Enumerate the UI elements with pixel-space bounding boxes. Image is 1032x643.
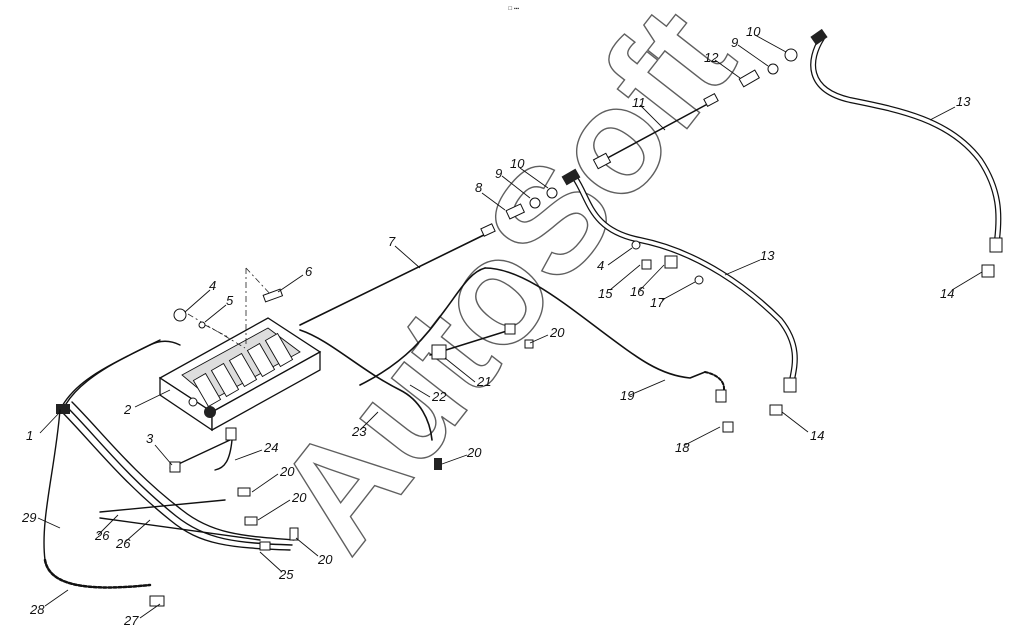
fittings-middle xyxy=(505,187,558,220)
callout-17: 17 xyxy=(650,295,665,310)
callout-18: 18 xyxy=(675,440,690,455)
callout-20-a: 20 xyxy=(549,325,565,340)
callout-16: 16 xyxy=(630,284,645,299)
callout-24: 24 xyxy=(263,440,278,455)
pipe-7 xyxy=(299,223,496,326)
callout-20-e: 20 xyxy=(317,552,333,567)
callout-13-middle: 13 xyxy=(760,248,775,263)
fittings-20-lower xyxy=(237,487,299,551)
callout-13-upper: 13 xyxy=(956,94,971,109)
bolts-4-5-6 xyxy=(173,288,284,329)
callout-labels: 1 2 3 4 5 6 7 8 9 10 11 12 9 10 13 13 14… xyxy=(21,24,971,628)
callout-23: 23 xyxy=(351,424,367,439)
callout-21: 21 xyxy=(476,374,491,389)
callout-5: 5 xyxy=(226,293,234,308)
callout-1: 1 xyxy=(26,428,33,443)
parts-15-16-17 xyxy=(631,240,704,285)
callout-14-upper: 14 xyxy=(940,286,954,301)
corner-text: ☐ ▪▪▪ xyxy=(508,6,519,12)
watermark-text: AutoSoft xyxy=(243,0,765,580)
callout-3: 3 xyxy=(146,431,154,446)
callout-4-middle: 4 xyxy=(597,258,604,273)
callout-15: 15 xyxy=(598,286,613,301)
fittings-upper xyxy=(592,48,798,170)
callout-9: 9 xyxy=(495,166,502,181)
callout-27: 27 xyxy=(123,613,139,628)
callout-20-d: 20 xyxy=(291,490,307,505)
pipes-3-24 xyxy=(99,427,261,541)
callout-10-upper: 10 xyxy=(746,24,761,39)
callout-7: 7 xyxy=(388,234,396,249)
callout-9-upper: 9 xyxy=(731,35,738,50)
pipe-19 xyxy=(484,267,734,433)
valve-block-2 xyxy=(158,317,322,432)
callout-26-b: 26 xyxy=(115,536,131,551)
hose-13-middle xyxy=(561,168,798,416)
callout-8: 8 xyxy=(475,180,483,195)
callout-6: 6 xyxy=(305,264,313,279)
callout-28: 28 xyxy=(29,602,45,617)
pipe-bundle-25-26 xyxy=(56,339,295,551)
callout-11: 11 xyxy=(632,95,646,110)
callout-12: 12 xyxy=(704,50,719,65)
callout-29: 29 xyxy=(21,510,36,525)
callout-4: 4 xyxy=(209,278,216,293)
callout-25: 25 xyxy=(278,567,294,582)
callout-20-b: 20 xyxy=(466,445,482,460)
mounting-lines xyxy=(187,267,273,349)
callout-14-lower: 14 xyxy=(810,428,824,443)
hose-28-29 xyxy=(43,409,165,607)
leader-lines xyxy=(37,34,983,619)
callout-26-a: 26 xyxy=(94,528,110,543)
callout-20-c: 20 xyxy=(279,464,295,479)
callout-2: 2 xyxy=(123,402,132,417)
pipes-21-22-23 xyxy=(299,267,534,470)
hose-13-upper xyxy=(810,28,1003,278)
callout-22: 22 xyxy=(431,389,447,404)
callout-19: 19 xyxy=(620,388,634,403)
callout-10: 10 xyxy=(510,156,525,171)
